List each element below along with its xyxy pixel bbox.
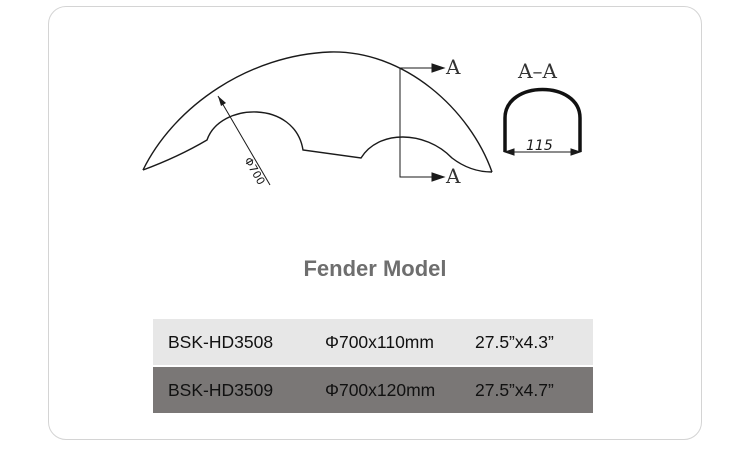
section-arrow-bottom-label: A	[445, 164, 461, 188]
model-code: BSK-HD3509	[168, 379, 274, 400]
width-dimension	[503, 148, 582, 156]
section-cut-line	[399, 63, 446, 182]
fender-inner-edge	[142, 111, 493, 173]
section-title: A–A	[517, 59, 557, 83]
cross-section-profile	[503, 87, 582, 152]
model-row: BSK-HD3509 Φ700x120mm 27.5”x4.7”	[153, 367, 593, 413]
model-code: BSK-HD3508	[168, 331, 274, 352]
section-heading: Fender Model	[303, 256, 447, 281]
fender-outer-arc	[142, 51, 493, 173]
diameter-dimension: Φ700	[217, 95, 271, 187]
section-arrow-top-label: A	[445, 55, 461, 79]
model-row: BSK-HD3508 Φ700x110mm 27.5”x4.3”	[153, 319, 593, 365]
fender-technical-drawing: Φ700 A A A–A 115	[142, 51, 582, 188]
model-size-inch: 27.5”x4.7”	[475, 379, 554, 400]
model-size-mm: Φ700x120mm	[325, 379, 436, 400]
diameter-label: Φ700	[241, 155, 267, 187]
model-size-inch: 27.5”x4.3”	[475, 331, 554, 352]
model-size-mm: Φ700x110mm	[325, 331, 434, 352]
width-label: 115	[526, 138, 553, 154]
